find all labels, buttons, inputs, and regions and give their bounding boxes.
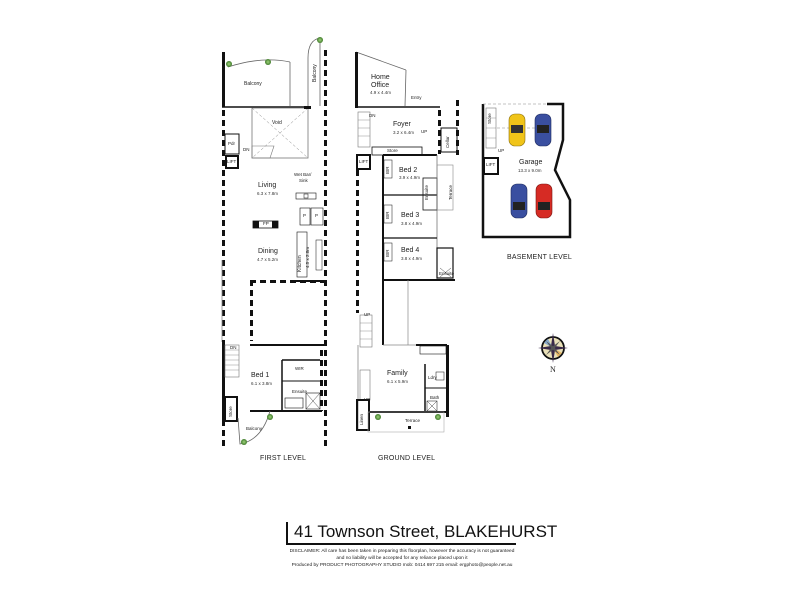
room-label-ensuite-bed2: Ensuite — [424, 184, 429, 200]
room-label-bed2: Bed 2 — [399, 167, 418, 174]
level-label-ground: GROUND LEVEL — [378, 455, 436, 462]
room-label-bed1: Bed 1 — [251, 372, 270, 379]
room-label-laundry: Ldry — [428, 375, 437, 380]
room-label-home-office-2: Office — [371, 82, 390, 89]
room-label-store-basement: Store — [487, 113, 492, 124]
room-label-balcony-bottom: Balcony — [246, 426, 263, 431]
room-label-family: Family — [387, 370, 408, 377]
compass-rose — [538, 333, 568, 363]
level-label-basement: BASEMENT LEVEL — [507, 254, 572, 261]
stair-label-up-basement: UP — [498, 148, 505, 153]
room-label-wet-bar: Wet Bar/ — [294, 172, 312, 177]
room-label-wir: WIR — [295, 366, 304, 371]
disclaimer-line-2: and no liability will be accepted for an… — [336, 556, 468, 561]
title-underline — [286, 543, 516, 545]
room-label-home-office: Home — [371, 74, 390, 81]
room-label-terrace-side: Terrace — [448, 184, 453, 200]
room-dim-kitchen: 4.5 x 2.8m — [305, 246, 310, 268]
disclaimer-line-1: DISCLAIMER: All care has been taken in p… — [289, 549, 515, 554]
room-dim-foyer: 3.2 x 6.4m — [393, 130, 415, 135]
room-dim-bed1: 6.1 x 3.8m — [251, 381, 273, 386]
room-label-ensuite-bed1: Ensuite — [292, 389, 308, 394]
room-label-lift-basement: LIFT — [486, 162, 496, 167]
room-label-store-first: Store — [228, 406, 233, 417]
pantry-label-1: P — [303, 213, 307, 218]
level-label-first: FIRST LEVEL — [260, 455, 307, 462]
room-dim-bed3: 3.8 x 4.9m — [401, 221, 423, 226]
room-label-sink: Sink — [299, 178, 308, 183]
room-label-bed4: Bed 4 — [401, 247, 420, 254]
room-dim-home-office: 4.9 x 4.4m — [370, 90, 392, 95]
room-label-void: Void — [272, 120, 282, 126]
car-red — [535, 183, 553, 219]
stair-label-dn-lower: DN — [230, 345, 237, 350]
garage-cars — [508, 113, 553, 219]
room-label-cellar: Cellar — [445, 136, 450, 148]
room-dim-garage: 13.3 x 9.0m — [518, 168, 542, 173]
stair-label-up-lower: UP — [364, 397, 371, 402]
room-dim-family: 6.1 x 5.9m — [387, 379, 409, 384]
room-label-living: Living — [258, 182, 277, 189]
stair-label-dn-ground: DN — [369, 113, 376, 118]
room-label-terrace: Terrace — [405, 418, 421, 423]
room-dim-bed4: 3.8 x 4.9m — [401, 256, 423, 261]
entry-label: Entry — [411, 95, 422, 100]
ground-level-plan — [355, 51, 459, 433]
room-label-foyer: Foyer — [393, 121, 411, 128]
room-label-ensuite-bed4: Ensuite — [439, 271, 455, 276]
property-address: 41 Townson Street, BLAKEHURST — [286, 522, 557, 544]
stair-label-up-family: UP — [364, 312, 371, 317]
compass-north-label: N — [550, 365, 556, 374]
room-label-balcony-top: Balcony — [244, 81, 262, 87]
room-label-pdr: Pdr — [228, 141, 236, 146]
first-level-plan — [221, 37, 327, 448]
room-label-lift: LIFT — [227, 159, 237, 164]
room-label-dining: Dining — [258, 248, 278, 255]
pantry-label-2: P — [315, 213, 319, 218]
fireplace-label: FP — [263, 221, 269, 226]
room-label-bed3: Bed 3 — [401, 212, 420, 219]
room-label-store-ground: Store — [387, 148, 398, 153]
room-label-bath: Bath — [430, 395, 440, 400]
room-label-lift-ground: LIFT — [359, 159, 369, 164]
room-dim-living: 6.3 x 7.8m — [257, 191, 279, 196]
car-blue-2 — [510, 183, 528, 219]
room-label-kitchen: Kitchen — [297, 255, 303, 272]
closet-label-bed4: BIR — [385, 249, 390, 257]
room-dim-dining: 4.7 x 5.2m — [257, 257, 279, 262]
room-label-linen: Linen — [359, 413, 364, 425]
room-label-balcony-side: Balcony — [312, 64, 318, 82]
stair-label-dn: DN — [243, 147, 250, 152]
room-dim-bed2: 3.9 x 4.9m — [399, 175, 421, 180]
stair-label-up-foyer: UP — [421, 129, 428, 134]
closet-label-bed3: BIR — [385, 211, 390, 219]
plants — [226, 37, 441, 445]
producer-credit: Produced by PRODUCT PHOTOGRAPHY STUDIO m… — [291, 563, 513, 568]
room-label-garage: Garage — [519, 159, 543, 166]
closet-label-bed2: BIR — [385, 166, 390, 174]
